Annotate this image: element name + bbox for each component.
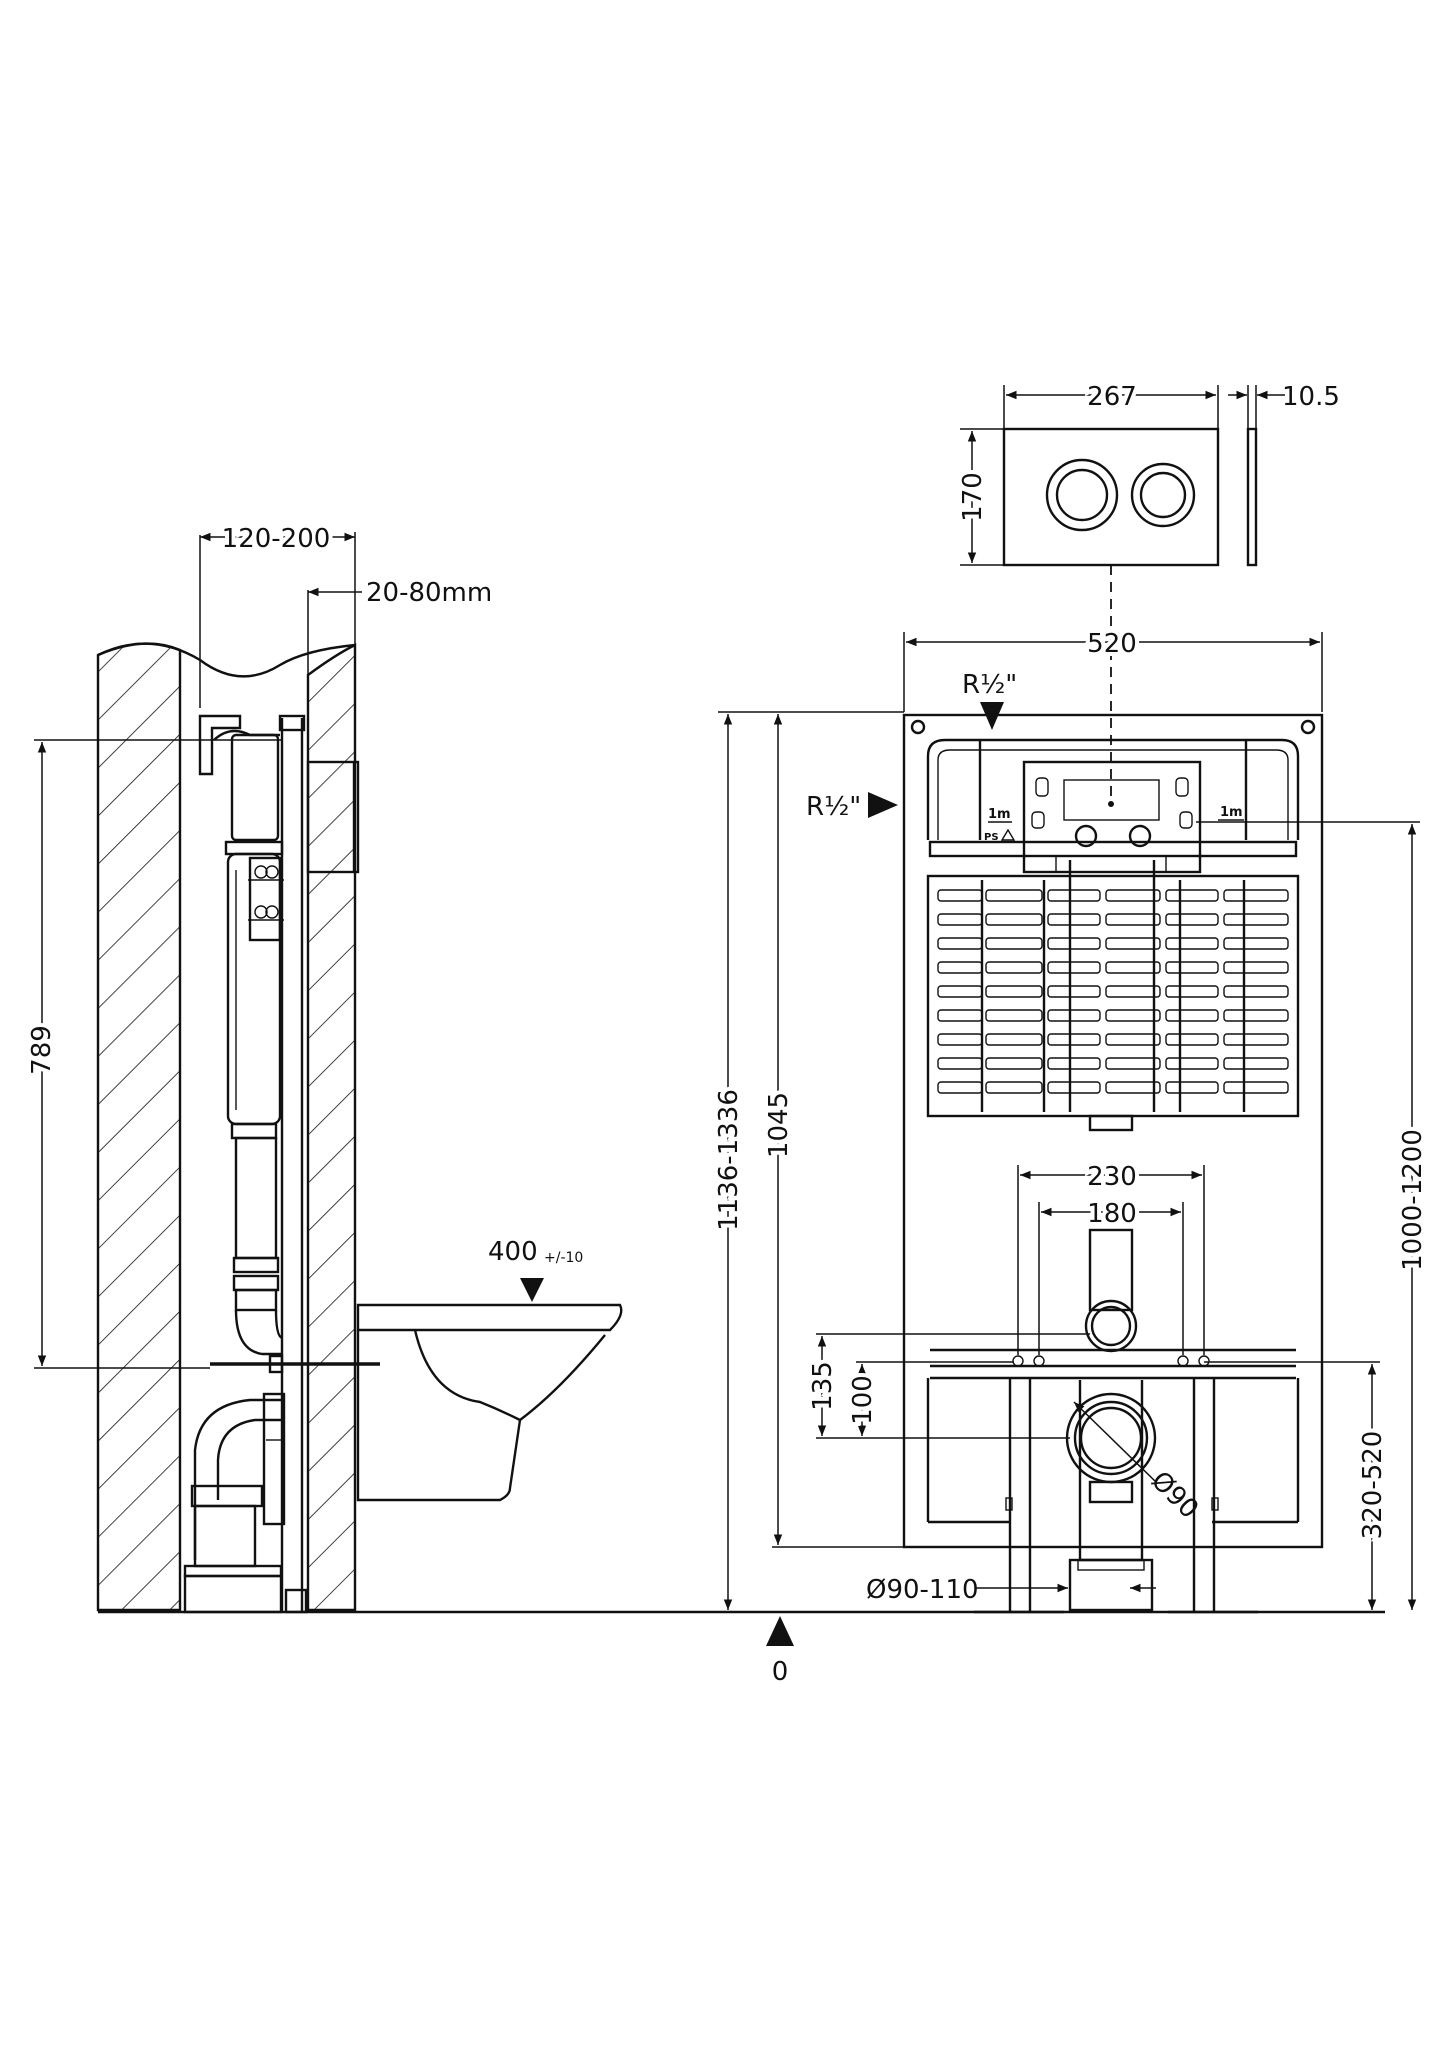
- dim-total-height: 1136-1336: [714, 1089, 744, 1231]
- inlet-side-marker: [868, 792, 898, 818]
- dim-height-789: 789: [27, 1025, 57, 1075]
- inlet-top-label: R½": [962, 670, 1017, 700]
- dim-wall-depth: 120-200: [222, 524, 331, 554]
- frame: [902, 713, 1324, 1549]
- badge-1m-right: 1m: [1220, 805, 1243, 820]
- dim-100: 100: [848, 1375, 878, 1425]
- bowl-height-marker: [520, 1278, 544, 1302]
- cistern-body: [926, 874, 1300, 1118]
- dim-panel-height: 170: [958, 472, 988, 522]
- front-board: [306, 643, 357, 1612]
- dim-outlet-dia: Ø90: [1145, 1466, 1204, 1525]
- dim-bolt-outer: 230: [1087, 1162, 1137, 1192]
- floor-level-label: 0: [772, 1657, 789, 1687]
- dim-outlet-height: 320-520: [1358, 1431, 1388, 1540]
- dim-panel-width: 267: [1087, 382, 1137, 412]
- front-view: 267 10.5 170 520: [710, 378, 1432, 1687]
- inlet-side-label: R½": [806, 792, 861, 822]
- dim-bowl-height: 400: [488, 1237, 538, 1267]
- dim-panel-thickness: 10.5: [1282, 382, 1340, 412]
- cistern-ribs: [937, 860, 1289, 1112]
- flush-valve-bracket: [1022, 760, 1202, 874]
- flush-button-large: [1045, 458, 1119, 532]
- badge-1m-left: 1m: [988, 807, 1011, 822]
- dim-drain-dia: Ø90-110: [866, 1575, 979, 1605]
- dim-bolt-inner: 180: [1087, 1199, 1137, 1229]
- dim-bowl-tolerance: +/-10: [544, 1250, 583, 1266]
- back-wall: [96, 642, 182, 1612]
- inlet-top-marker: [980, 702, 1004, 730]
- badge-ps: PS: [984, 832, 999, 843]
- dim-board: 20-80mm: [366, 578, 492, 608]
- floor-level-marker: [766, 1616, 794, 1646]
- flush-button-small: [1130, 462, 1196, 528]
- dim-135: 135: [808, 1361, 838, 1411]
- dim-cistern-height: 1000-1200: [1398, 1129, 1428, 1271]
- dim-frame-width: 520: [1087, 629, 1137, 659]
- flush-pipe-connector: [1084, 1299, 1138, 1353]
- flush-panel-edge: [1246, 427, 1258, 567]
- dim-frame-height: 1045: [764, 1092, 794, 1158]
- side-view: 120-200 20-80mm 789 400 +/-10: [23, 520, 1385, 1614]
